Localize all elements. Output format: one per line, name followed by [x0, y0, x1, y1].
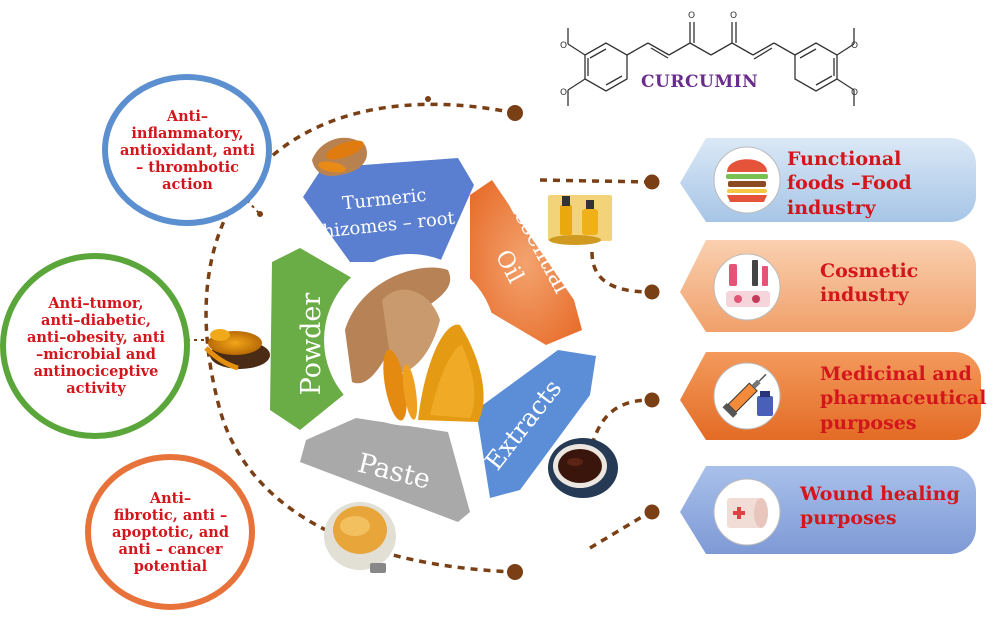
bandage-icon [713, 478, 781, 546]
svg-text:O: O [560, 88, 567, 98]
property-oval-3 [85, 454, 255, 610]
svg-text:O: O [560, 41, 567, 51]
paste-petal [300, 418, 470, 522]
powder-bowl-photo [204, 329, 270, 371]
rhizomes-petal [303, 158, 474, 262]
oil-bottles-photo [548, 195, 612, 245]
svg-text:O: O [688, 11, 695, 21]
application-connectors [539, 178, 651, 550]
property-text-2: Anti–tumor, anti–diabetic, anti–obesity,… [26, 294, 166, 398]
application-text-3: Medicinal and pharmaceutical purposes [820, 363, 987, 434]
application-text-2: Cosmetic industry [820, 260, 919, 307]
property-oval-2 [0, 253, 190, 439]
powder-petal [270, 248, 352, 430]
application-text-4: Wound healing purposes [800, 483, 960, 530]
paste-jar-photo [324, 502, 396, 573]
cosmetics-icon [713, 253, 781, 321]
syringe-icon [713, 362, 781, 430]
property-oval-1 [102, 74, 272, 226]
turmeric-photo [345, 267, 484, 422]
burger-icon [713, 146, 781, 214]
extracts-petal [476, 350, 596, 498]
application-text-1: Functional foods –Food industry [787, 148, 912, 219]
svg-text:O: O [730, 11, 737, 21]
property-text-1: Anti– inflammatory, antioxidant, anti – … [120, 107, 255, 194]
svg-text:O: O [851, 88, 858, 98]
svg-text:O: O [851, 41, 858, 51]
curcumin-structure [567, 22, 855, 106]
dotted-arc [204, 102, 516, 574]
curcumin-atom-labels: O O O O O O [560, 11, 858, 98]
extract-bowl-photo [548, 438, 618, 498]
essential-oil-petal [470, 180, 582, 345]
property-text-3: Anti– fibrotic, anti – apoptotic, and an… [112, 489, 229, 576]
curcumin-title: CURCUMIN [641, 72, 759, 92]
powder-label: Powder [296, 293, 327, 396]
rhizome-photo [312, 137, 368, 177]
